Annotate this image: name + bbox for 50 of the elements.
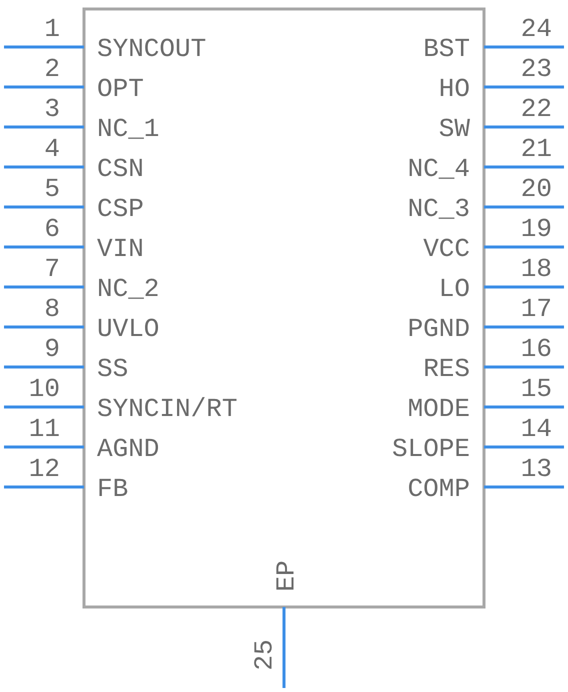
pin-number: 24	[520, 15, 552, 43]
pin-number: 19	[520, 215, 552, 243]
pin-number: 3	[44, 95, 60, 123]
pin-number: 9	[44, 335, 60, 363]
pin-number: 2	[44, 55, 60, 83]
pin-number: 18	[520, 255, 552, 283]
pin-name: BST	[423, 35, 470, 63]
pin-name: SS	[97, 355, 128, 383]
pin-number: 21	[520, 135, 552, 163]
pin-number: 8	[44, 295, 60, 323]
pin-name: UVLO	[97, 315, 160, 343]
pin-name: HO	[438, 75, 470, 103]
pin-name: PGND	[408, 315, 470, 343]
pin-name: SW	[438, 115, 470, 143]
pin-name: VIN	[97, 235, 144, 263]
pin-number: 25	[250, 639, 279, 671]
pin-number: 13	[520, 455, 552, 483]
pin-name: LO	[438, 275, 470, 303]
pin-number: 7	[44, 255, 60, 283]
pin-name: AGND	[97, 435, 160, 463]
pin-name: SLOPE	[392, 435, 470, 463]
pin-number: 10	[28, 375, 60, 403]
pin-name: CSP	[97, 195, 144, 223]
pin-name: VCC	[423, 235, 470, 263]
pin-name: EP	[272, 560, 301, 592]
pin-name: COMP	[408, 475, 470, 503]
pin-name: NC_3	[408, 195, 470, 223]
pin-name: SYNCOUT	[97, 35, 206, 63]
pin-name: NC_1	[97, 115, 160, 143]
pin-number: 23	[520, 55, 552, 83]
pin-name: FB	[97, 475, 128, 503]
pin-number: 20	[520, 175, 552, 203]
pin-number: 4	[44, 135, 60, 163]
pin-number: 15	[520, 375, 552, 403]
pin-name: OPT	[97, 75, 144, 103]
pin-number: 22	[520, 95, 552, 123]
pin-number: 17	[520, 295, 552, 323]
pin-name: CSN	[97, 155, 144, 183]
pin-name: NC_4	[408, 155, 470, 183]
pin-number: 1	[44, 15, 60, 43]
pin-number: 5	[44, 175, 60, 203]
pin-name: NC_2	[97, 275, 160, 303]
pin-number: 12	[28, 455, 60, 483]
pin-name: MODE	[408, 395, 470, 423]
pin-name: SYNCIN/RT	[97, 395, 238, 423]
pin-number: 16	[520, 335, 552, 363]
pin-number: 14	[520, 415, 552, 443]
pin-number: 6	[44, 215, 60, 243]
pin-number: 11	[28, 415, 60, 443]
pin-name: RES	[423, 355, 470, 383]
